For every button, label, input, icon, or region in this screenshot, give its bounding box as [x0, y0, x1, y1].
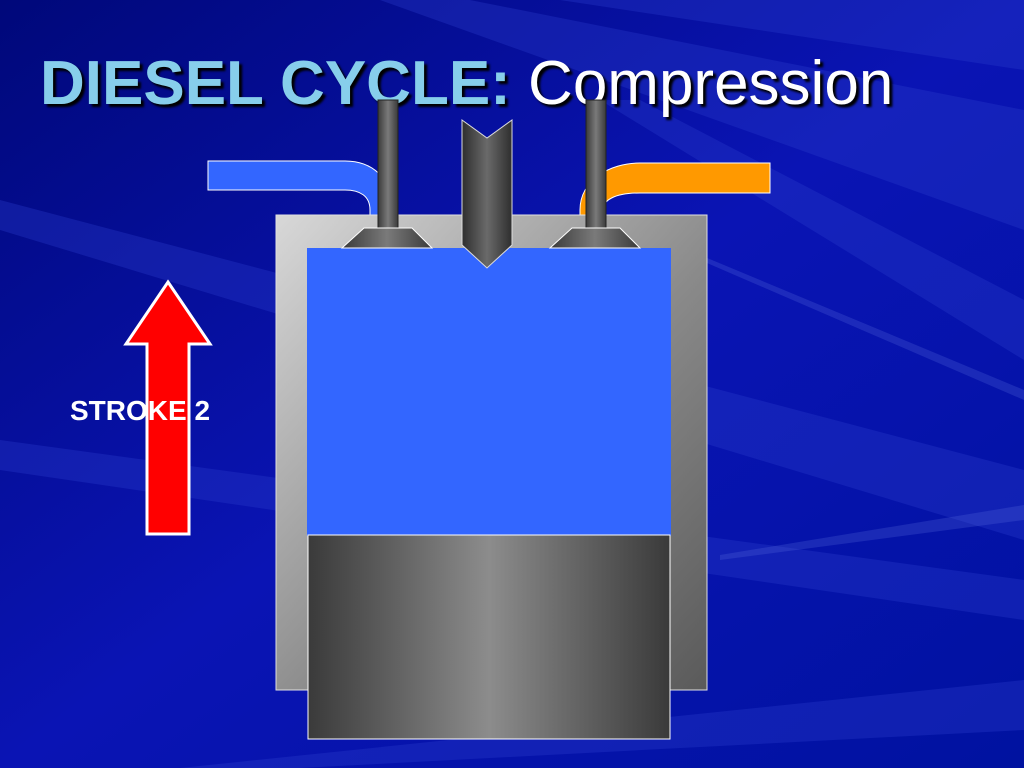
exhaust-valve-stem [585, 99, 607, 231]
piston [307, 534, 671, 740]
intake-valve-head [340, 227, 434, 249]
compressed-air [307, 248, 671, 536]
background-streaks [700, 255, 1024, 560]
title-main: DIESEL CYCLE: [40, 49, 511, 118]
fuel-injector [461, 119, 513, 269]
exhaust-valve [548, 99, 642, 249]
exhaust-valve-head [548, 227, 642, 249]
stroke-arrow-up-icon [123, 279, 213, 536]
slide-title: DIESEL CYCLE: Compression [40, 48, 893, 120]
bg-ray [380, 0, 1024, 230]
intake-valve-stem [377, 99, 399, 231]
bg-streak [720, 505, 1024, 560]
bg-streak [700, 255, 1024, 400]
stroke-label: STROKE 2 [70, 395, 211, 426]
bg-ray [560, 0, 1024, 70]
intake-valve [340, 99, 434, 249]
